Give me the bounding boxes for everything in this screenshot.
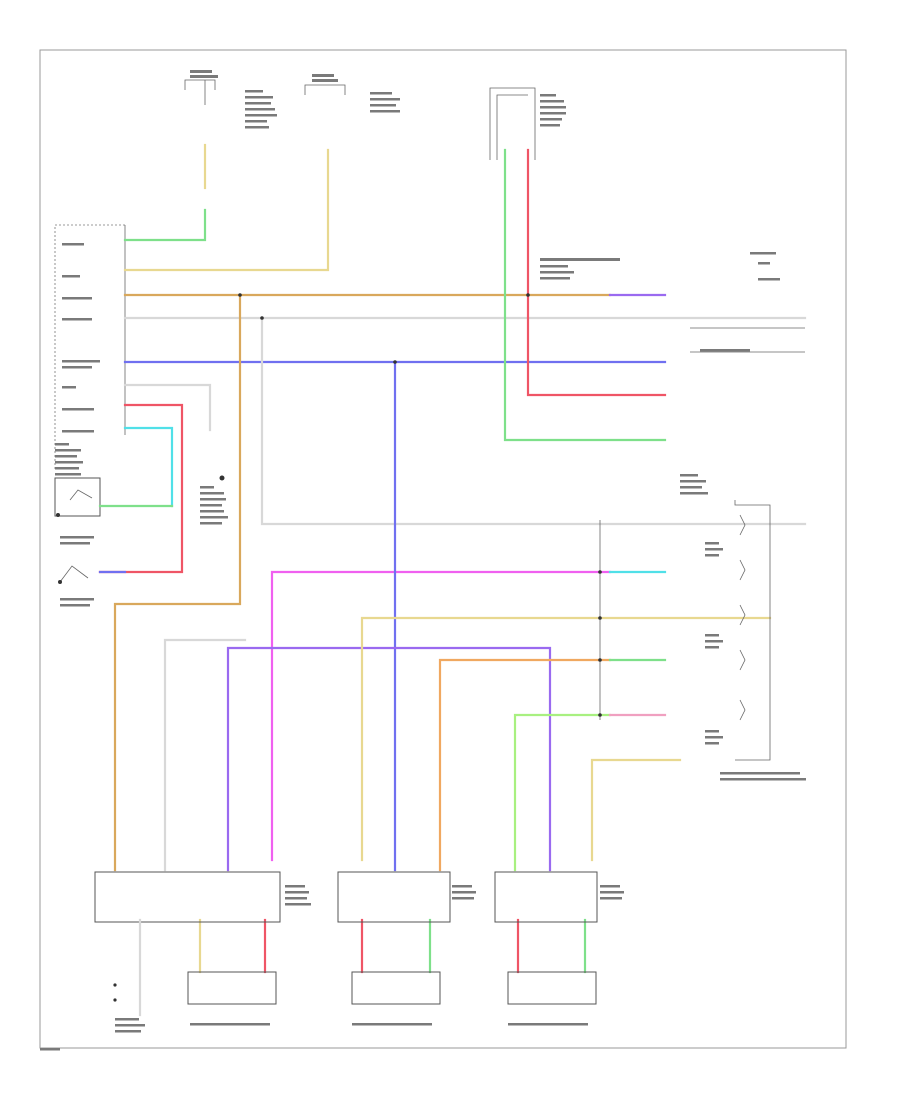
bottom-left-sensor <box>40 918 145 1051</box>
fuse-block-right <box>489 87 566 160</box>
left-rear-switch <box>54 477 101 545</box>
fuse-block-mid <box>304 74 400 113</box>
wires <box>98 143 807 974</box>
ground-icon <box>56 513 60 517</box>
left-rear-motor <box>351 971 441 1026</box>
right-rear-switch <box>58 565 94 607</box>
relay-small <box>200 475 228 525</box>
front-passenger-switch-module <box>94 871 311 923</box>
motor-icon <box>351 971 441 1005</box>
front-passenger-motor <box>187 971 277 1026</box>
power-window-main-switch <box>680 474 806 781</box>
fuse-block-left <box>184 70 277 129</box>
right-rear-motor <box>507 971 597 1026</box>
ground-icon <box>58 580 62 584</box>
right-rear-switch-module <box>494 871 624 923</box>
control-unit <box>54 224 126 476</box>
diagram-frame <box>39 49 847 1049</box>
left-rear-switch-module <box>337 871 476 923</box>
motor-icon <box>187 971 277 1005</box>
motor-icon <box>507 971 597 1005</box>
junction-column <box>238 252 805 720</box>
